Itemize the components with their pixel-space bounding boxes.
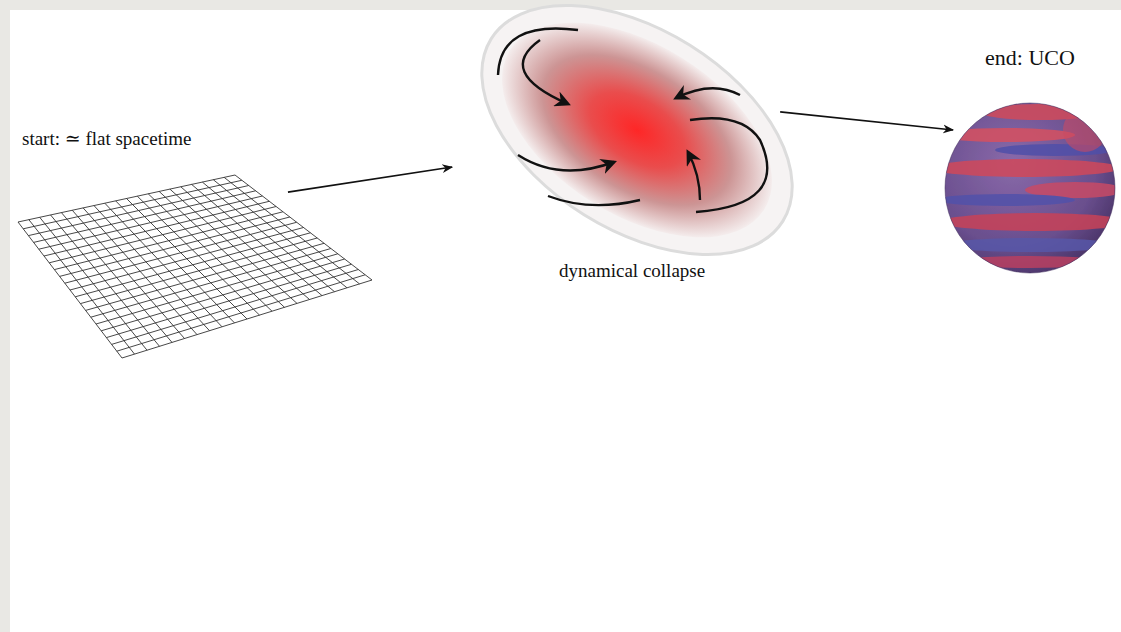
grid-lines — [18, 175, 372, 358]
flat-grid — [15, 125, 377, 363]
stage-node: end: UCO — [945, 40, 1115, 280]
stage-label: start: ≃ flat spacetime — [22, 127, 191, 150]
collapse-swirl — [460, 10, 805, 290]
stage-label: dynamical collapse — [559, 260, 705, 282]
flow-arrow — [780, 112, 953, 130]
stage-node: dynamical collapse — [460, 10, 805, 290]
stage-label: end: UCO — [985, 45, 1075, 71]
uco-sphere — [945, 40, 1115, 280]
flow-arrow — [288, 167, 452, 192]
stage-node: start: ≃ flat spacetime — [15, 125, 377, 363]
